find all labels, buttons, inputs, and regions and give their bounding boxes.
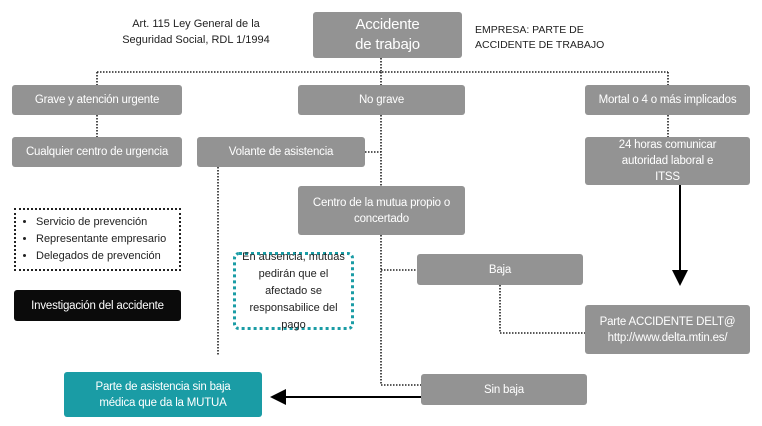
legal-reference: Art. 115 Ley General de la Seguridad Soc… bbox=[112, 16, 280, 48]
delta-url: http://www.delta.mtin.es/ bbox=[607, 331, 728, 344]
connector-baja-delta bbox=[499, 285, 585, 334]
category-mortal: Mortal o 4 o más implicados bbox=[585, 85, 750, 115]
root-line1: Accidente bbox=[355, 16, 420, 33]
box-parte-asistencia: Parte de asistencia sin baja médica que … bbox=[64, 372, 262, 417]
legal-reference-line1: Art. 115 Ley General de la bbox=[132, 18, 260, 30]
category-no-grave: No grave bbox=[298, 85, 465, 115]
box-parte-delta: Parte ACCIDENTE DELT@ http://www.delta.m… bbox=[585, 305, 750, 354]
root-accidente-trabajo: Accidente de trabajo bbox=[313, 12, 462, 58]
participant-item: Delegados de prevención bbox=[36, 248, 179, 265]
delta-title: Parte ACCIDENTE DELT@ bbox=[599, 315, 736, 328]
box-investigacion-accidente: Investigación del accidente bbox=[14, 290, 181, 321]
box-sin-baja: Sin baja bbox=[421, 374, 587, 405]
investigation-participants: Servicio de prevención Representante emp… bbox=[14, 208, 181, 271]
root-line2: de trabajo bbox=[355, 36, 420, 53]
legal-reference-line2: Seguridad Social, RDL 1/1994 bbox=[122, 34, 270, 46]
category-grave: Grave y atención urgente bbox=[12, 85, 182, 115]
participant-item: Representante empresario bbox=[36, 231, 179, 248]
company-note-line1: EMPRESA: PARTE DE bbox=[475, 24, 584, 36]
box-volante-asistencia: Volante de asistencia bbox=[197, 137, 365, 167]
participant-item: Servicio de prevención bbox=[36, 214, 179, 231]
box-baja: Baja bbox=[417, 254, 583, 285]
absence-note: En ausencia, mutuas pedirán que el afect… bbox=[233, 251, 354, 331]
box-cualquier-centro-urgencia: Cualquier centro de urgencia bbox=[12, 137, 182, 167]
box-24-horas-comunicar: 24 horas comunicar autoridad laboral e I… bbox=[585, 137, 750, 185]
company-note: EMPRESA: PARTE DE ACCIDENTE DE TRABAJO bbox=[475, 23, 604, 53]
company-note-line2: ACCIDENTE DE TRABAJO bbox=[475, 39, 605, 51]
box-centro-mutua: Centro de la mutua propio o concertado bbox=[298, 186, 465, 235]
